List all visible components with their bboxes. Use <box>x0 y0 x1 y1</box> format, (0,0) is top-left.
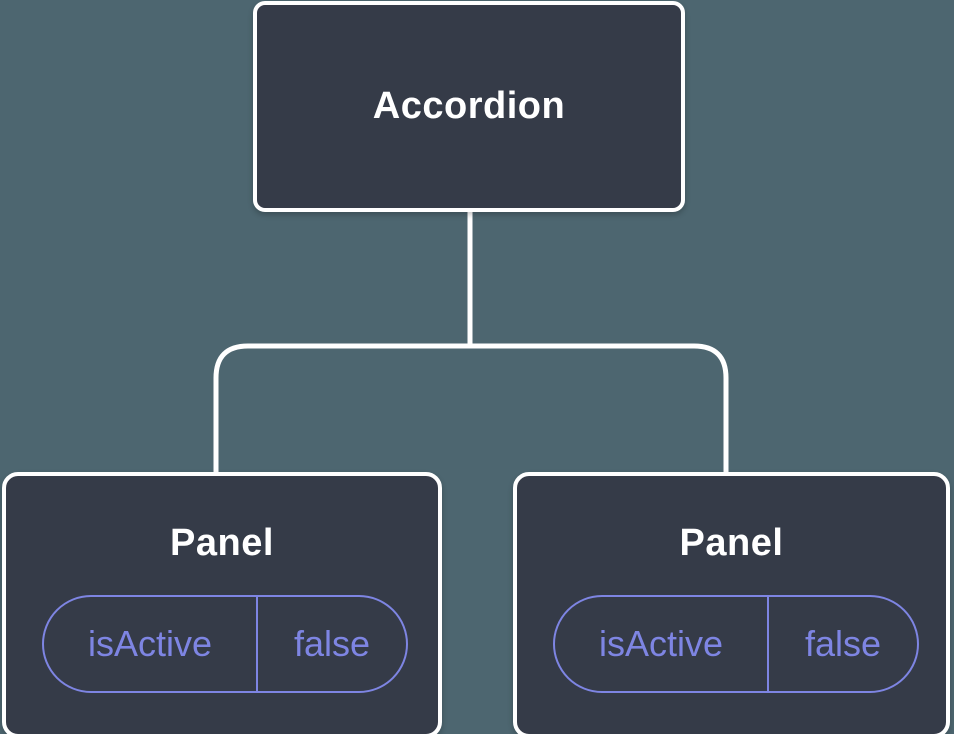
state-pill-right: isActive false <box>553 595 919 693</box>
node-label-accordion: Accordion <box>372 85 566 127</box>
tree-node-panel-left: Panel isActive false <box>2 472 442 734</box>
state-key-left: isActive <box>44 597 259 691</box>
node-label-panel-left: Panel <box>170 522 274 564</box>
tree-node-panel-right: Panel isActive false <box>513 472 950 734</box>
state-value-left: false <box>294 623 371 664</box>
state-value-right: false <box>805 623 882 664</box>
state-key-right: isActive <box>555 597 770 691</box>
connector-branch <box>213 343 729 472</box>
tree-node-accordion: Accordion <box>253 1 685 212</box>
state-pill-left: isActive false <box>42 595 408 693</box>
node-label-panel-right: Panel <box>679 522 784 564</box>
